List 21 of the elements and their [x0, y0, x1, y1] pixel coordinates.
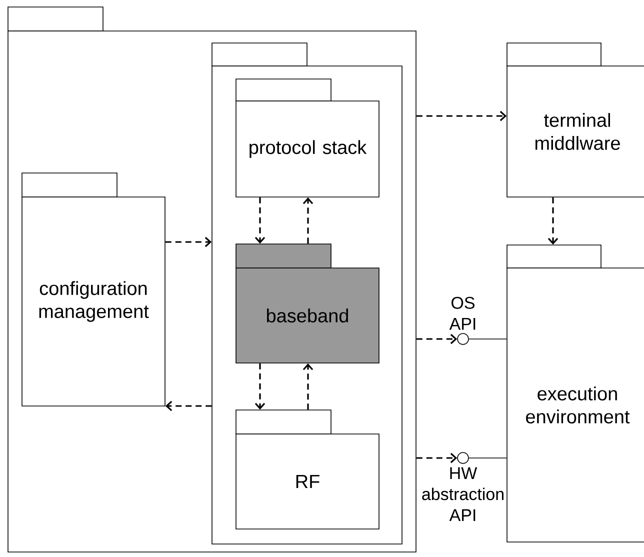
dependency-arrow — [548, 197, 558, 245]
interface-circle — [457, 333, 469, 345]
package-box: RF — [236, 410, 380, 530]
package-box: baseband — [236, 244, 380, 364]
dependency-arrow — [254, 363, 266, 410]
package-box: protocol stack — [236, 78, 380, 198]
dependency-arrow — [416, 110, 507, 122]
package-box: execution environment — [506, 244, 644, 542]
dependency-arrow — [165, 236, 212, 248]
interface-circle — [457, 452, 469, 464]
dependency-arrow — [416, 334, 458, 344]
interface-label: HW abstraction API — [422, 467, 504, 521]
dependency-arrow — [165, 400, 212, 412]
dependency-arrow — [302, 197, 314, 244]
interface-label: OS API — [449, 296, 476, 330]
package-box: terminal middlware — [506, 42, 644, 198]
connector-line — [468, 338, 507, 340]
dependency-arrow — [254, 197, 266, 244]
package-box: configuration management — [22, 172, 166, 406]
dependency-arrow — [416, 452, 458, 464]
dependency-arrow — [302, 363, 314, 410]
